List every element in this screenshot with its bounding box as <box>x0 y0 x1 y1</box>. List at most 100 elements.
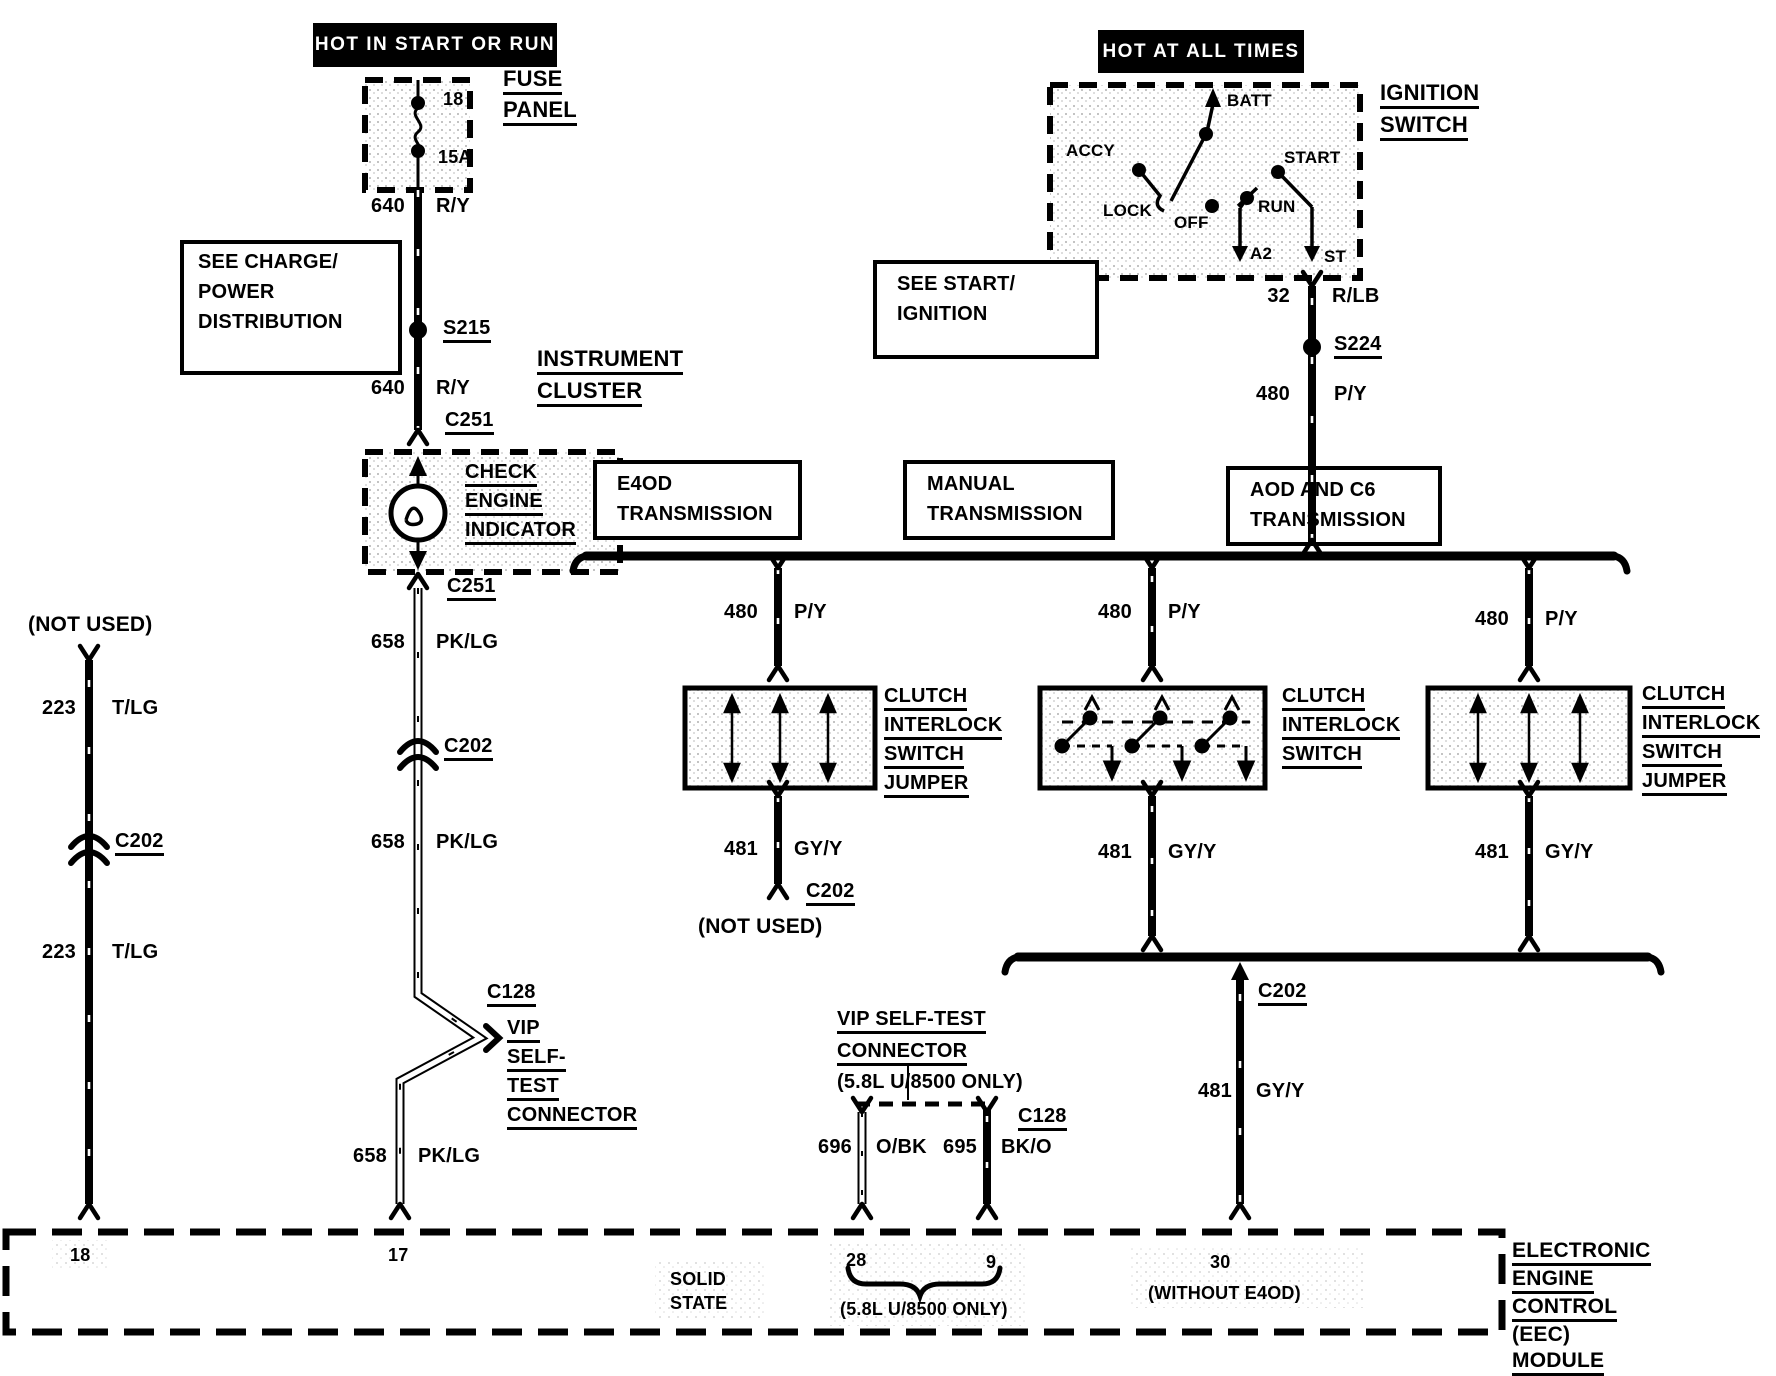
wire-480c-number: 480 <box>1475 608 1509 630</box>
c202-connector-symbols <box>68 738 439 866</box>
vip-left-line-2: SELF- <box>507 1047 566 1072</box>
vip-bottom-line-2: CONNECTOR <box>837 1041 968 1066</box>
dashed-component-boxes <box>362 77 1363 575</box>
connector-c128-left-label: C128 <box>487 982 536 1007</box>
clutch-mid-line-1: CLUTCH <box>1282 686 1366 711</box>
fuse-symbol <box>411 80 425 190</box>
manual-line-1: MANUAL <box>927 473 1015 495</box>
clutch-right-line-2: INTERLOCK <box>1642 713 1761 738</box>
wire-658c-number: 658 <box>353 1145 387 1167</box>
fuse-pin-label: 18 <box>443 89 464 109</box>
wire-640a-number: 640 <box>371 195 405 217</box>
black-wire-ticks <box>87 190 1531 1204</box>
e4od-line-2: TRANSMISSION <box>617 503 773 525</box>
wire-481b-color: GY/Y <box>1168 841 1217 863</box>
connector-c202-notused-label: C202 <box>806 881 855 906</box>
check-engine-bulb <box>388 456 448 570</box>
clutch-left-line-1: CLUTCH <box>884 686 968 711</box>
manual-line-2: TRANSMISSION <box>927 503 1083 525</box>
fuse-rating-label: 15A <box>438 147 472 167</box>
wire-658b-number: 658 <box>371 831 405 853</box>
eec-pin-brace <box>845 1265 1003 1304</box>
wire-696-color: O/BK <box>876 1136 927 1158</box>
clutch-right-line-3: SWITCH <box>1642 742 1723 767</box>
clutch-mid-line-2: INTERLOCK <box>1282 715 1401 740</box>
vip-bottom-connector <box>856 1066 994 1107</box>
eec-solid-state-2: STATE <box>670 1293 728 1313</box>
connector-forks <box>77 269 1541 1221</box>
wire-696-number: 696 <box>818 1136 852 1158</box>
eec-pin-18: 18 <box>70 1245 91 1265</box>
check-engine-line-1: CHECK <box>465 462 538 487</box>
aod-line-2: TRANSMISSION <box>1250 509 1406 531</box>
bus-lines <box>569 551 1665 976</box>
clutch-left-line-2: INTERLOCK <box>884 715 1003 740</box>
vip-left-line-3: TEST <box>507 1076 559 1101</box>
c128-point-connector <box>483 1023 504 1053</box>
wire-640a-color: R/Y <box>436 195 470 217</box>
eec-solid-state-1: SOLID <box>670 1269 727 1289</box>
ignition-pos-run: RUN <box>1258 197 1296 216</box>
wire-481a-color: GY/Y <box>794 838 843 860</box>
wire-480b-number: 480 <box>1098 601 1132 623</box>
wire-223b-color: T/LG <box>112 941 159 963</box>
wire-658b-color: PK/LG <box>436 831 499 853</box>
ignition-switch-internals <box>1132 88 1320 262</box>
fuse-panel-title-1: FUSE <box>503 68 563 95</box>
hollow-wires <box>395 588 867 1204</box>
wire-480-number: 480 <box>1256 383 1290 405</box>
eec-note-58l: (5.8L U/8500 ONLY) <box>840 1299 1008 1319</box>
instrument-cluster-line-2: CLUSTER <box>537 380 643 407</box>
wire-223a-color: T/LG <box>112 697 159 719</box>
vip-bottom-line-3: (5.8L U/8500 ONLY) <box>837 1071 1023 1093</box>
wire-481c-number: 481 <box>1475 841 1509 863</box>
wire-640b-color: R/Y <box>436 377 470 399</box>
eec-title-line-2: ENGINE <box>1512 1268 1594 1294</box>
connector-c202-left-label: C202 <box>115 831 164 856</box>
bus2-up-arrow <box>1231 962 1249 980</box>
ignition-term-a2: A2 <box>1250 244 1273 263</box>
see-charge-line-2: POWER <box>198 281 275 303</box>
wire-480c-color: P/Y <box>1545 608 1578 630</box>
solid-note-boxes <box>180 240 1442 546</box>
wire-480a-number: 480 <box>724 601 758 623</box>
wire-223b-number: 223 <box>42 941 76 963</box>
see-start-line-1: SEE START/ <box>897 273 1016 295</box>
wire-480-color: P/Y <box>1334 383 1367 405</box>
eec-title-line-1: ELECTRONIC <box>1512 1240 1651 1266</box>
connector-c251-bottom-label: C251 <box>447 576 496 601</box>
clutch-right-line-4: JUMPER <box>1642 771 1727 796</box>
ignition-pos-start: START <box>1284 148 1341 167</box>
wire-480a-color: P/Y <box>794 601 827 623</box>
banner-hot-at-all-times: HOT AT ALL TIMES <box>1098 30 1304 73</box>
note-not-used-mid: (NOT USED) <box>698 915 823 938</box>
clutch-right-line-1: CLUTCH <box>1642 684 1726 709</box>
splice-s215-label: S215 <box>443 318 491 343</box>
eec-note-e4od: (WITHOUT E4OD) <box>1148 1283 1301 1303</box>
see-charge-line-3: DISTRIBUTION <box>198 311 343 333</box>
connector-c202-chain-label: C202 <box>444 736 493 761</box>
wire-223a-number: 223 <box>42 697 76 719</box>
ignition-switch-title-2: SWITCH <box>1380 114 1468 141</box>
eec-title-line-3: CONTROL <box>1512 1296 1618 1322</box>
check-engine-line-3: INDICATOR <box>465 520 577 545</box>
banner-hot-in-start-or-run: HOT IN START OR RUN <box>313 23 557 67</box>
wire-32-color: R/LB <box>1332 285 1380 307</box>
ignition-pos-off: OFF <box>1174 213 1209 232</box>
e4od-line-1: E4OD <box>617 473 673 495</box>
clutch-switch-internals <box>1054 693 1256 782</box>
eec-pin-17: 17 <box>388 1245 409 1265</box>
check-engine-line-2: ENGINE <box>465 491 543 516</box>
clutch-mid-line-3: SWITCH <box>1282 744 1363 769</box>
wire-481d-number: 481 <box>1198 1080 1232 1102</box>
connector-c128-bottom-label: C128 <box>1018 1106 1067 1131</box>
ignition-switch-title-1: IGNITION <box>1380 82 1480 109</box>
see-start-line-2: IGNITION <box>897 303 988 325</box>
splice-dots <box>409 321 1321 356</box>
vip-left-line-4: CONNECTOR <box>507 1105 638 1130</box>
note-not-used-left: (NOT USED) <box>28 613 153 636</box>
ignition-pos-batt: BATT <box>1227 91 1272 110</box>
vip-bottom-line-1: VIP SELF-TEST <box>837 1009 986 1034</box>
